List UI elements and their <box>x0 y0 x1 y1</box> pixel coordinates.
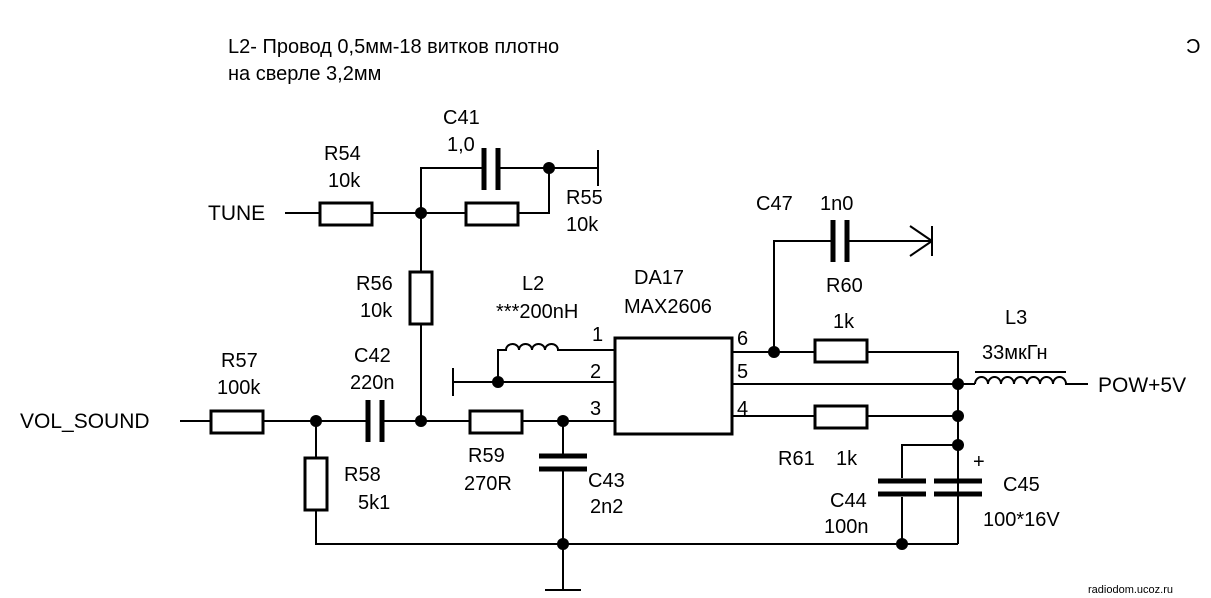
note-line-2: на сверле 3,2мм <box>228 63 381 85</box>
ic-pin-2: 2 <box>590 361 601 383</box>
r55-value: 10k <box>566 214 599 236</box>
ic-da17-body <box>613 336 734 436</box>
wire-c47-left <box>773 240 831 352</box>
r54-ref: R54 <box>324 143 361 165</box>
r61-value: 1k <box>836 448 858 470</box>
junction-c44-ground <box>896 538 908 550</box>
resistor-r57 <box>209 409 265 435</box>
ic-pin-4: 4 <box>737 398 748 420</box>
wire-ground-bus <box>315 510 958 545</box>
l3-ref: L3 <box>1005 307 1027 329</box>
watermark: radiodom.ucoz.ru <box>1088 584 1173 596</box>
r58-ref: R58 <box>344 464 381 486</box>
c44-ref: C44 <box>830 490 867 512</box>
junction-ground-c43 <box>557 538 569 550</box>
c42-value: 220n <box>350 372 395 394</box>
c47-value: 1n0 <box>820 193 853 215</box>
c45-value: 100*16V <box>983 509 1060 531</box>
c41-ref: C41 <box>443 107 480 129</box>
resistor-r61 <box>813 404 869 430</box>
resistor-r56 <box>408 270 434 326</box>
da17-ref: DA17 <box>634 267 684 289</box>
ic-pin-5: 5 <box>737 361 748 383</box>
capacitor-c45 <box>934 478 982 497</box>
r60-value: 1k <box>833 311 855 333</box>
junction-r61 <box>952 410 964 422</box>
net-label-vol-sound: VOL_SOUND <box>20 410 150 433</box>
c45-ref: C45 <box>1003 474 1040 496</box>
note-line-1: L2- Провод 0,5мм-18 витков плотно <box>228 36 559 58</box>
wire-r60-rail <box>867 351 959 544</box>
net-label-tune: TUNE <box>208 202 265 225</box>
r60-ref: R60 <box>826 275 863 297</box>
r58-value: 5k1 <box>358 492 390 514</box>
ic-pin-3: 3 <box>590 398 601 420</box>
wire-r55-node <box>518 168 550 214</box>
da17-value: MAX2606 <box>624 296 712 318</box>
c43-ref: C43 <box>588 470 625 492</box>
resistor-r58 <box>303 456 329 512</box>
resistor-r55 <box>464 201 520 227</box>
ic-pin-6: 6 <box>737 328 748 350</box>
wire-c41-left <box>420 167 482 213</box>
resistor-r60 <box>813 338 869 364</box>
ic-pin-1: 1 <box>592 324 603 346</box>
capacitor-c42 <box>365 400 385 442</box>
c47-ref: C47 <box>756 193 793 215</box>
resistor-r59 <box>468 409 524 435</box>
c41-value: 1,0 <box>447 134 475 156</box>
inductor-l2 <box>497 343 615 382</box>
capacitor-c41 <box>481 148 501 190</box>
r61-ref: R61 <box>778 448 815 470</box>
c42-ref: C42 <box>354 345 391 367</box>
r57-value: 100k <box>217 377 261 399</box>
r54-value: 10k <box>328 170 361 192</box>
r56-ref: R56 <box>356 273 393 295</box>
l3-value: 33мкГн <box>982 342 1048 364</box>
resistor-r54 <box>318 201 374 227</box>
junction-pin5 <box>952 378 964 390</box>
r56-value: 10k <box>360 300 393 322</box>
junction-c42-r56 <box>415 415 427 427</box>
inductor-l3 <box>974 376 1088 385</box>
l2-value: ***200nH <box>496 301 578 323</box>
c44-value: 100n <box>824 516 869 538</box>
capacitor-c47 <box>830 220 850 262</box>
r59-value: 270R <box>464 473 512 495</box>
capacitor-c44 <box>878 478 926 497</box>
r57-ref: R57 <box>221 350 258 372</box>
l2-ref: L2 <box>522 273 544 295</box>
net-label-pow: POW+5V <box>1098 374 1186 397</box>
c43-value: 2n2 <box>590 496 623 518</box>
edge-glyph: Ͻ <box>1186 36 1200 58</box>
antenna-icon <box>849 225 933 257</box>
r59-ref: R59 <box>468 445 505 467</box>
junction-c41-r55 <box>543 162 555 174</box>
wire-caps-top <box>901 444 959 478</box>
r55-ref: R55 <box>566 187 603 209</box>
c45-polarity: + <box>973 451 985 473</box>
capacitor-c43 <box>539 453 587 472</box>
wire-caps-bottom <box>901 497 959 544</box>
